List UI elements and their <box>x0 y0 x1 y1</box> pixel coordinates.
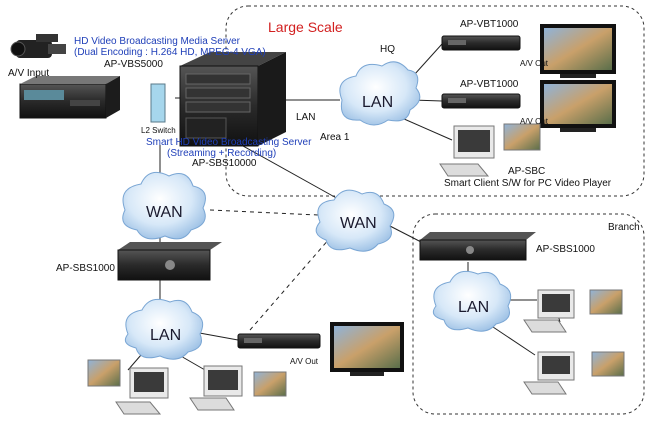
vbt-mid-device <box>441 93 521 109</box>
media-server-title: HD Video Broadcasting Media Server <box>74 36 241 47</box>
smart-server-device <box>179 52 286 147</box>
branch-region <box>412 213 645 415</box>
smart-server-model: AP-SBS10000 <box>192 158 257 169</box>
lan-branch-label: LAN <box>458 299 489 316</box>
monitor-bottom-icon <box>330 322 404 376</box>
pc-bottom-right-icon <box>189 365 287 411</box>
lan-bottom-label: LAN <box>150 327 181 344</box>
vbt-top-device <box>441 35 521 51</box>
sbs-branch-device <box>419 232 536 261</box>
bottom-av-out: A/V Out <box>290 357 319 366</box>
sbs-left-model: AP-SBS1000 <box>56 263 115 274</box>
hq-label: HQ <box>380 44 395 55</box>
smart-server-title: Smart HD Video Broadcasting Server <box>146 137 312 148</box>
camera-icon <box>10 34 66 58</box>
lan-link-label: LAN <box>296 112 315 123</box>
monitor-mid-icon <box>540 80 616 132</box>
decoder-bottom-device <box>237 333 321 349</box>
vbt-top-model: AP-VBT1000 <box>460 19 519 30</box>
wan-left-cloud <box>122 171 206 240</box>
vbt-mid-model: AP-VBT1000 <box>460 79 519 90</box>
sbs-left-device <box>117 242 222 281</box>
large-scale-label: Large Scale <box>268 19 343 35</box>
wan-links <box>209 209 331 331</box>
pc-bottom-left-icon <box>87 359 169 415</box>
sbc-model: AP-SBC <box>508 166 545 177</box>
monitor-top-icon <box>540 24 616 78</box>
pc-branch-top-icon <box>523 289 623 333</box>
av-input-label: A/V Input <box>8 68 49 79</box>
l2-switch-label: L2 Switch <box>141 126 176 135</box>
lan-branch-cloud <box>432 270 512 332</box>
pc-branch-bottom-icon <box>523 351 625 395</box>
l2-switch-icon <box>150 83 166 123</box>
media-server-model: AP-VBS5000 <box>104 59 163 70</box>
lan-hq-label: LAN <box>362 94 393 111</box>
media-server-subtitle: (Dual Encoding : H.264 HD, MPEG-4 VGA) <box>74 47 266 58</box>
wan-mid-cloud <box>315 189 395 252</box>
wan-mid-label: WAN <box>340 215 377 232</box>
wan-left-label: WAN <box>146 204 183 221</box>
sbs-branch-model: AP-SBS1000 <box>536 244 595 255</box>
branch-label: Branch <box>608 222 640 233</box>
pc-client-icon <box>439 123 541 177</box>
media-server-device <box>19 76 120 119</box>
smart-server-subtitle: (Streaming + Recording) <box>167 148 276 159</box>
area1-label: Area 1 <box>320 132 350 143</box>
vbt-top-out: A/V Out <box>520 59 549 68</box>
lan-bottom-cloud <box>124 298 204 360</box>
sbc-desc: Smart Client S/W for PC Video Player <box>444 178 612 189</box>
vbt-mid-out: A/V Out <box>520 117 549 126</box>
lan-hq-cloud <box>339 61 421 126</box>
